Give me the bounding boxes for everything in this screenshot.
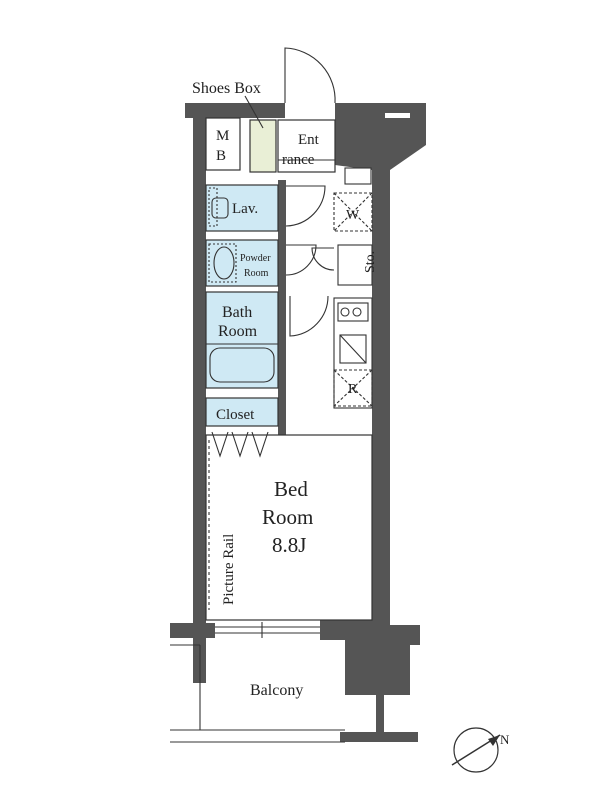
stove-frame	[337, 302, 369, 322]
label-mb-1: M	[216, 128, 229, 144]
powder-room	[205, 239, 279, 287]
bathtub	[209, 347, 275, 383]
powder-door	[285, 244, 317, 276]
label-shoes-box: Shoes Box	[192, 80, 261, 97]
label-entrance-1: Ent	[298, 132, 320, 148]
burner-1	[340, 307, 350, 317]
shoes-box-leader	[244, 95, 264, 129]
entrance-niche	[344, 167, 372, 185]
label-bed-room-1: Bed	[274, 477, 308, 501]
fridge-box	[333, 369, 373, 407]
kitchen-counter	[333, 297, 373, 409]
entrance	[277, 119, 336, 173]
closet-door-3	[251, 431, 269, 458]
mb-box	[205, 117, 241, 171]
closet	[205, 397, 279, 427]
bedroom-floor	[205, 434, 373, 621]
label-bath-2: Room	[218, 323, 258, 340]
balcony-right-post	[376, 650, 384, 732]
label-lav: Lav.	[232, 201, 258, 217]
label-bed-room-3: 8.8J	[272, 533, 306, 557]
wall-wet-right	[278, 180, 286, 435]
corridor	[286, 175, 332, 430]
label-bed-room-2: Room	[262, 505, 313, 529]
fixtures	[170, 159, 373, 743]
closet-door-1	[211, 431, 229, 458]
lavatory	[205, 184, 279, 232]
label-entrance-2: rance	[282, 152, 315, 168]
room-fills	[205, 117, 373, 621]
wall-top-right	[335, 103, 385, 118]
compass-arrowhead	[488, 735, 500, 746]
label-powder-2: Room	[244, 268, 269, 279]
burner-2	[352, 307, 362, 317]
toilet-bowl	[211, 197, 229, 219]
label-powder-1: Powder	[240, 253, 271, 264]
closet-door-2	[231, 431, 249, 458]
lav-door	[285, 185, 326, 227]
labels: Shoes Box M B Ent rance Lav. W Powder Ro…	[192, 80, 378, 699]
label-w: W	[346, 208, 360, 223]
toilet-tank	[208, 187, 218, 227]
label-r: R	[348, 382, 358, 397]
label-north: N	[500, 732, 510, 747]
wall-bottom-left	[170, 623, 215, 638]
kitchen-sink	[339, 334, 367, 364]
washer-box	[333, 192, 373, 232]
label-mb-2: B	[216, 148, 226, 164]
powder-counter	[208, 243, 237, 283]
shoes-box	[249, 119, 277, 173]
wall-right-mass	[335, 118, 426, 585]
label-balcony: Balcony	[250, 682, 303, 699]
compass-circle	[453, 727, 499, 773]
storage-box	[337, 244, 373, 286]
doors	[244, 47, 336, 337]
label-closet: Closet	[216, 407, 255, 423]
storage-door	[311, 247, 335, 271]
bath-door	[289, 295, 329, 337]
wall-left	[193, 103, 206, 623]
north-arrow: N	[451, 727, 510, 773]
bath-room	[205, 291, 279, 389]
wall-top-right-stub	[385, 103, 425, 113]
label-bath-1: Bath	[222, 304, 252, 321]
balcony-rail-right	[340, 732, 418, 742]
powder-basin	[213, 246, 235, 280]
label-sto: Sto.	[363, 251, 378, 273]
walls	[170, 103, 426, 742]
label-picture-rail: Picture Rail	[221, 534, 237, 605]
wall-top-left	[185, 103, 285, 118]
entrance-door	[284, 47, 336, 104]
